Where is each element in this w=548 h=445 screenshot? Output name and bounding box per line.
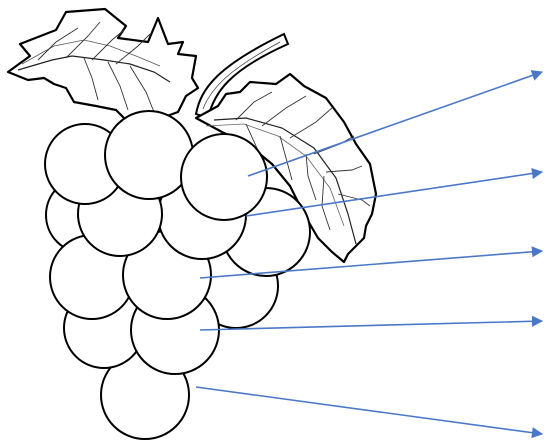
label-pointer-arrow	[196, 387, 542, 434]
grape-berry	[105, 111, 193, 199]
grape-berry	[181, 134, 267, 220]
grape-cluster-illustration	[8, 9, 376, 439]
left-leaf-illustration	[8, 9, 198, 122]
